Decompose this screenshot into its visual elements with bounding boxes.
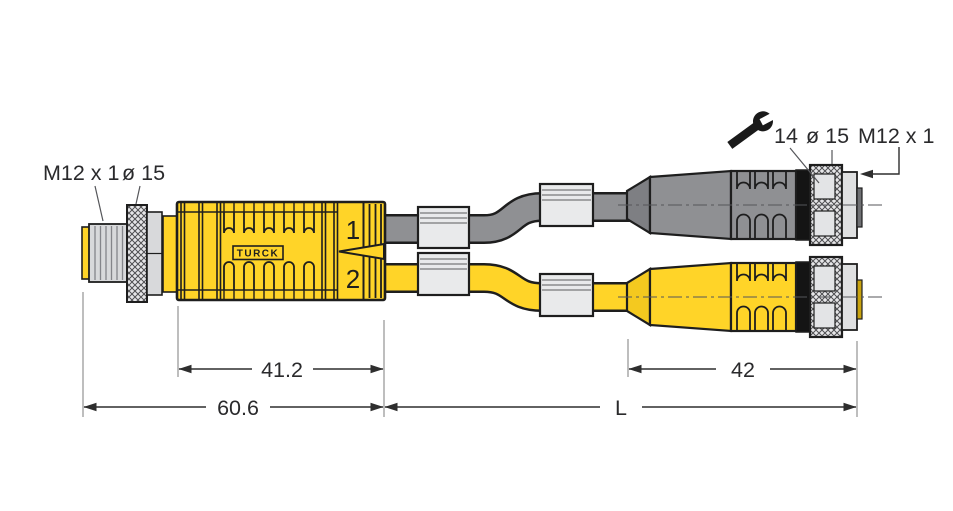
left-callout: M12 x 1 ø 15 bbox=[43, 161, 165, 222]
sleeve-gray-2 bbox=[538, 182, 595, 228]
thread-lines bbox=[94, 226, 124, 280]
dim-arrowhead bbox=[370, 364, 384, 374]
dim-arrowhead bbox=[628, 364, 642, 374]
dim-splitter-length: 41.2 bbox=[261, 358, 303, 382]
output-split-wedge bbox=[338, 242, 385, 261]
port-2-label: 2 bbox=[346, 264, 360, 294]
leader-line bbox=[789, 147, 820, 184]
right-callout: 14 ø 15 M12 x 1 bbox=[727, 111, 934, 184]
nut-panel bbox=[813, 302, 836, 329]
dim-right-connector: 42 bbox=[731, 358, 755, 382]
nut-panel bbox=[813, 210, 836, 237]
dimension-60-6: 60.6 bbox=[83, 396, 384, 420]
bellows-ribs bbox=[736, 171, 787, 239]
dim-arrowhead bbox=[370, 402, 384, 412]
dimension-L: L bbox=[384, 396, 857, 420]
dim-arrowhead bbox=[83, 402, 97, 412]
right-thread-label: M12 x 1 bbox=[858, 124, 934, 148]
knurled-nut bbox=[126, 204, 148, 303]
leader-line bbox=[135, 185, 141, 205]
left-thread-label: M12 x 1 bbox=[43, 161, 119, 185]
sleeve-yellow-2 bbox=[538, 272, 595, 318]
sleeve-yellow-1 bbox=[416, 251, 471, 297]
leader-arrowhead bbox=[860, 169, 873, 179]
body-edge-ticks bbox=[223, 203, 315, 299]
bellows-ribs bbox=[736, 263, 787, 331]
dim-cable-length: L bbox=[615, 396, 627, 420]
nut-panel bbox=[813, 173, 836, 200]
port-1-label: 1 bbox=[346, 215, 360, 245]
turck-logo-text: TURCK bbox=[237, 249, 280, 260]
dimension-41-2: 41.2 bbox=[178, 358, 384, 382]
centerlines bbox=[618, 204, 882, 298]
left-diameter-label: ø 15 bbox=[122, 161, 165, 185]
dim-arrowhead bbox=[843, 402, 857, 412]
body-grip-slots-top bbox=[223, 212, 315, 234]
connector-socket-yellow bbox=[625, 255, 863, 339]
socket-insert bbox=[856, 187, 863, 228]
dimension-extension-lines bbox=[82, 292, 858, 417]
dim-left-total: 60.6 bbox=[217, 396, 259, 420]
wrench-size-label: 14 bbox=[774, 124, 798, 148]
dimension-42: 42 bbox=[628, 358, 857, 382]
body-grip-slots-bottom bbox=[223, 261, 315, 290]
right-diameter-label: ø 15 bbox=[806, 124, 849, 148]
body-ring bbox=[162, 215, 178, 293]
male-connector-m12 bbox=[81, 204, 178, 303]
leader-line bbox=[872, 147, 900, 175]
turck-logo: TURCK bbox=[232, 245, 284, 261]
leader-line bbox=[94, 185, 104, 222]
nut-panel bbox=[813, 265, 836, 292]
socket-insert bbox=[856, 279, 863, 320]
cable-sleeves bbox=[416, 182, 595, 318]
dim-arrowhead bbox=[843, 364, 857, 374]
dim-arrowhead bbox=[178, 364, 192, 374]
body-rib-lines bbox=[178, 203, 339, 299]
sleeve-gray-1 bbox=[416, 205, 471, 250]
splitter-body: TURCK 1 2 bbox=[175, 200, 387, 302]
dim-arrowhead bbox=[384, 402, 398, 412]
wrench-icon bbox=[727, 111, 777, 149]
